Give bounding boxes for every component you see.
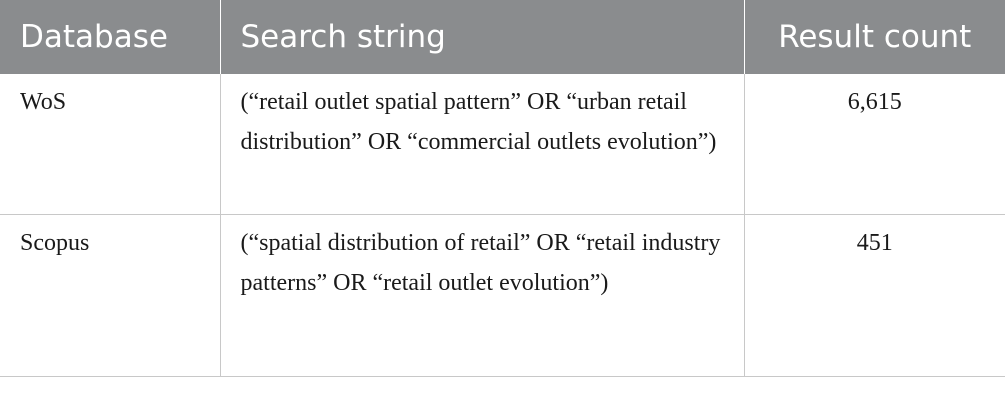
cell-search-string: (“retail outlet spatial pattern” OR “urb… (220, 74, 745, 215)
data-table: Database Search string Result count WoS … (0, 0, 1005, 377)
header-result-count: Result count (778, 19, 972, 55)
header-database: Database (0, 0, 221, 74)
cell-result-count: 451 (744, 214, 1005, 377)
cell-result-count: 6,615 (744, 74, 1005, 215)
table-header: Database Search string Result count (0, 0, 1005, 74)
cell-database: WoS (0, 74, 221, 215)
cell-database: Scopus (0, 214, 221, 377)
table-row: Scopus (“spatial distribution of retail”… (0, 214, 1005, 377)
table-body: WoS (“retail outlet spatial pattern” OR … (0, 74, 1005, 377)
cell-search-string: (“spatial distribution of retail” OR “re… (220, 214, 745, 377)
header-row: Database Search string Result count (0, 0, 1005, 74)
header-search-string: Search string (220, 0, 745, 74)
table-row: WoS (“retail outlet spatial pattern” OR … (0, 74, 1005, 215)
